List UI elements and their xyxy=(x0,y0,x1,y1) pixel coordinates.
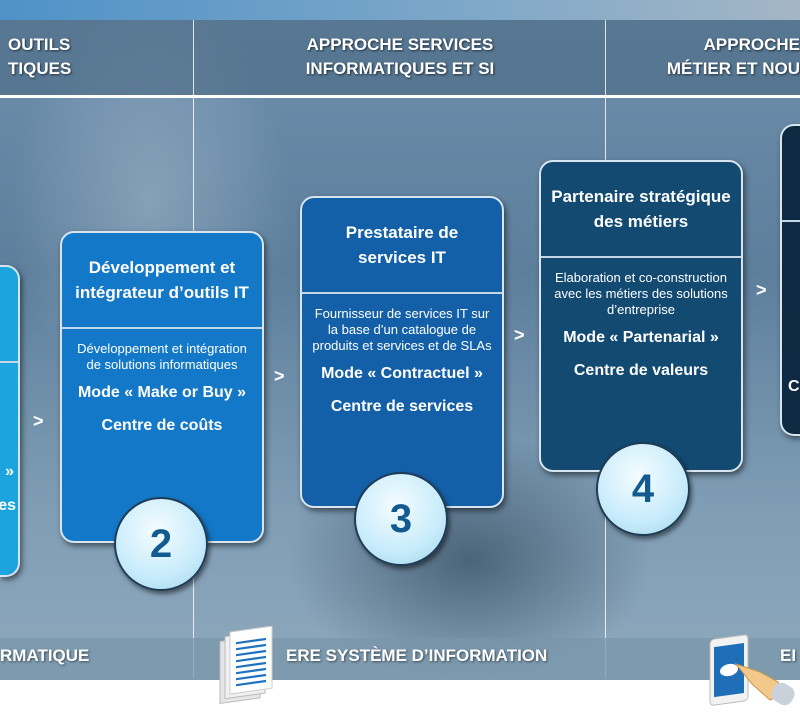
footer-col1: RMATIQUE xyxy=(0,646,90,665)
stage-card-4: Partenaire stratégique des métiers Elabo… xyxy=(539,160,743,472)
stage-card-5: C xyxy=(780,124,800,436)
card-title: Partenaire stratégique des métiers xyxy=(541,162,741,258)
card-mode: » xyxy=(5,463,14,480)
stage-card-1: » es xyxy=(0,265,20,577)
step-badge-3: 3 xyxy=(354,472,448,566)
footer-col2: ERE SYSTÈME D’INFORMATION xyxy=(286,646,548,665)
card-mode: Mode « Contractuel » xyxy=(321,365,483,382)
card-center: Centre de valeurs xyxy=(573,362,709,379)
card-title: Prestataire de services IT xyxy=(302,198,502,294)
card-title xyxy=(782,126,800,222)
card-title: Développement et intégrateur d’outils IT xyxy=(62,233,262,329)
tablet-cloud-touch-icon xyxy=(709,634,795,706)
stage-card-3: Prestataire de services IT Fournisseur d… xyxy=(300,196,504,508)
card-mode: Mode « Partenarial » xyxy=(563,329,719,346)
card-title xyxy=(0,267,18,363)
card-center: es xyxy=(0,497,16,514)
header-col1: OUTILS TIQUES xyxy=(8,35,72,78)
arrow-icon: > xyxy=(514,325,525,345)
card-description: Elaboration et co-construction avec les … xyxy=(554,270,728,317)
card-description: Développement et intégration de solution… xyxy=(77,341,247,372)
card-center: Centre de coûts xyxy=(101,417,223,434)
header-band xyxy=(0,20,800,98)
step-badge-2: 2 xyxy=(114,497,208,591)
arrow-icon: > xyxy=(33,411,44,431)
header-col2: APPROCHE SERVICES INFORMATIQUES ET SI xyxy=(305,35,495,78)
card-description: Fournisseur de services IT sur la base d… xyxy=(312,306,492,353)
footer-band xyxy=(0,638,800,680)
top-band xyxy=(0,0,800,20)
step-badge-4: 4 xyxy=(596,442,690,536)
stage-card-2: Développement et intégrateur d’outils IT… xyxy=(60,231,264,543)
card-mode: Mode « Make or Buy » xyxy=(77,384,247,401)
card-center: Centre de services xyxy=(330,398,474,415)
arrow-icon: > xyxy=(756,280,767,300)
arrow-icon: > xyxy=(274,366,285,386)
footer-col3: EI xyxy=(780,646,797,665)
document-stack-icon xyxy=(219,626,273,705)
card-center: C xyxy=(788,378,800,395)
header-col3: APPROCHE MÉTIER ET NOU xyxy=(666,35,800,78)
